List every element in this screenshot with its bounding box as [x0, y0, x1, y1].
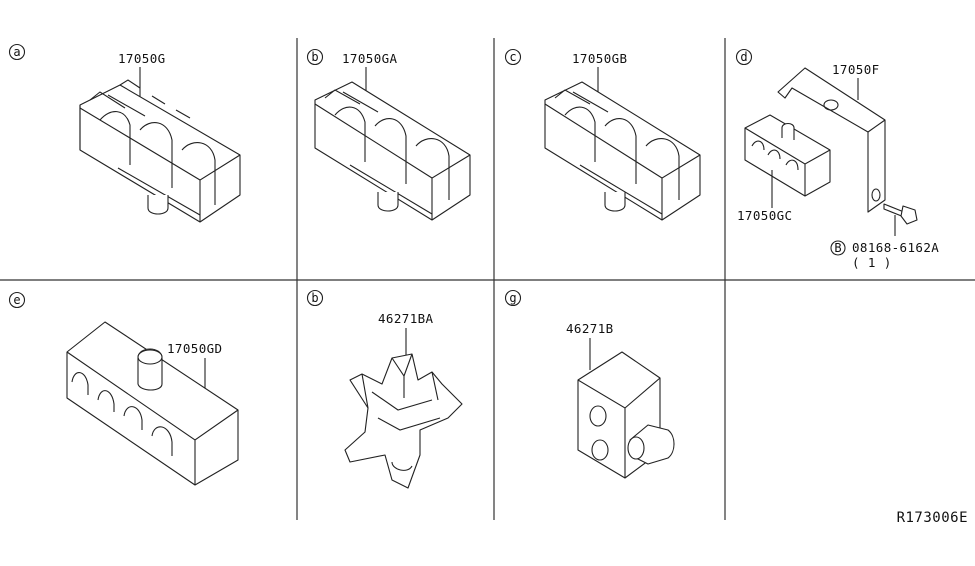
part-label: 17050G [118, 51, 166, 66]
panel-marker: d [740, 50, 747, 64]
grid-lines [0, 38, 975, 520]
panel-d: d 17050F 17050GC B 08168-6162A ( 1 ) [735, 48, 939, 270]
clip-46271B-drawing [577, 351, 675, 479]
panel-marker: g [509, 291, 516, 305]
part-label: 17050GA [342, 51, 398, 66]
panel-c: c 17050GB [504, 48, 701, 221]
panel-marker: c [509, 50, 516, 64]
panel-e: e 17050GD [8, 291, 239, 486]
clip-46271BA-drawing [344, 353, 463, 489]
bracket-17050F-drawing [777, 67, 886, 213]
panel-g: g 46271B [504, 289, 675, 479]
panel-marker-circle [735, 48, 753, 66]
clip-17050GD-drawing [66, 321, 239, 486]
part-label: 46271B [566, 321, 614, 336]
part-label: 46271BA [378, 311, 434, 326]
panel-marker-circle [504, 48, 522, 66]
panel-a: a 17050G [8, 43, 241, 223]
panel-marker: e [13, 293, 20, 307]
bolt-drawing [883, 203, 918, 225]
bolt-marker-circle [830, 240, 846, 256]
bolt-marker: B [834, 241, 841, 255]
panel-marker-circle [306, 48, 324, 66]
panel-b: b 17050GA [306, 48, 471, 221]
bolt-part-number: 08168-6162A [852, 240, 939, 255]
part-label: 17050GB [572, 51, 627, 66]
part-label: 17050GD [167, 341, 222, 356]
panel-marker-circle [306, 289, 324, 307]
panel-marker-circle [504, 289, 522, 307]
panel-marker: b [311, 50, 318, 64]
panel-f: b 46271BA [306, 289, 463, 489]
bolt-quantity: ( 1 ) [852, 255, 892, 270]
panel-marker: a [13, 45, 20, 59]
panel-marker: b [311, 291, 318, 305]
part-label: 17050F [832, 62, 880, 77]
clip-17050G-drawing [79, 79, 241, 223]
panel-marker-circle [8, 291, 26, 309]
panel-marker-circle [8, 43, 26, 61]
part-label: 17050GC [737, 208, 792, 223]
clip-17050GC-drawing [744, 114, 831, 197]
clip-17050GA-drawing [314, 81, 471, 221]
clip-17050GB-drawing [544, 81, 701, 221]
diagram-id: R173006E [897, 510, 968, 526]
